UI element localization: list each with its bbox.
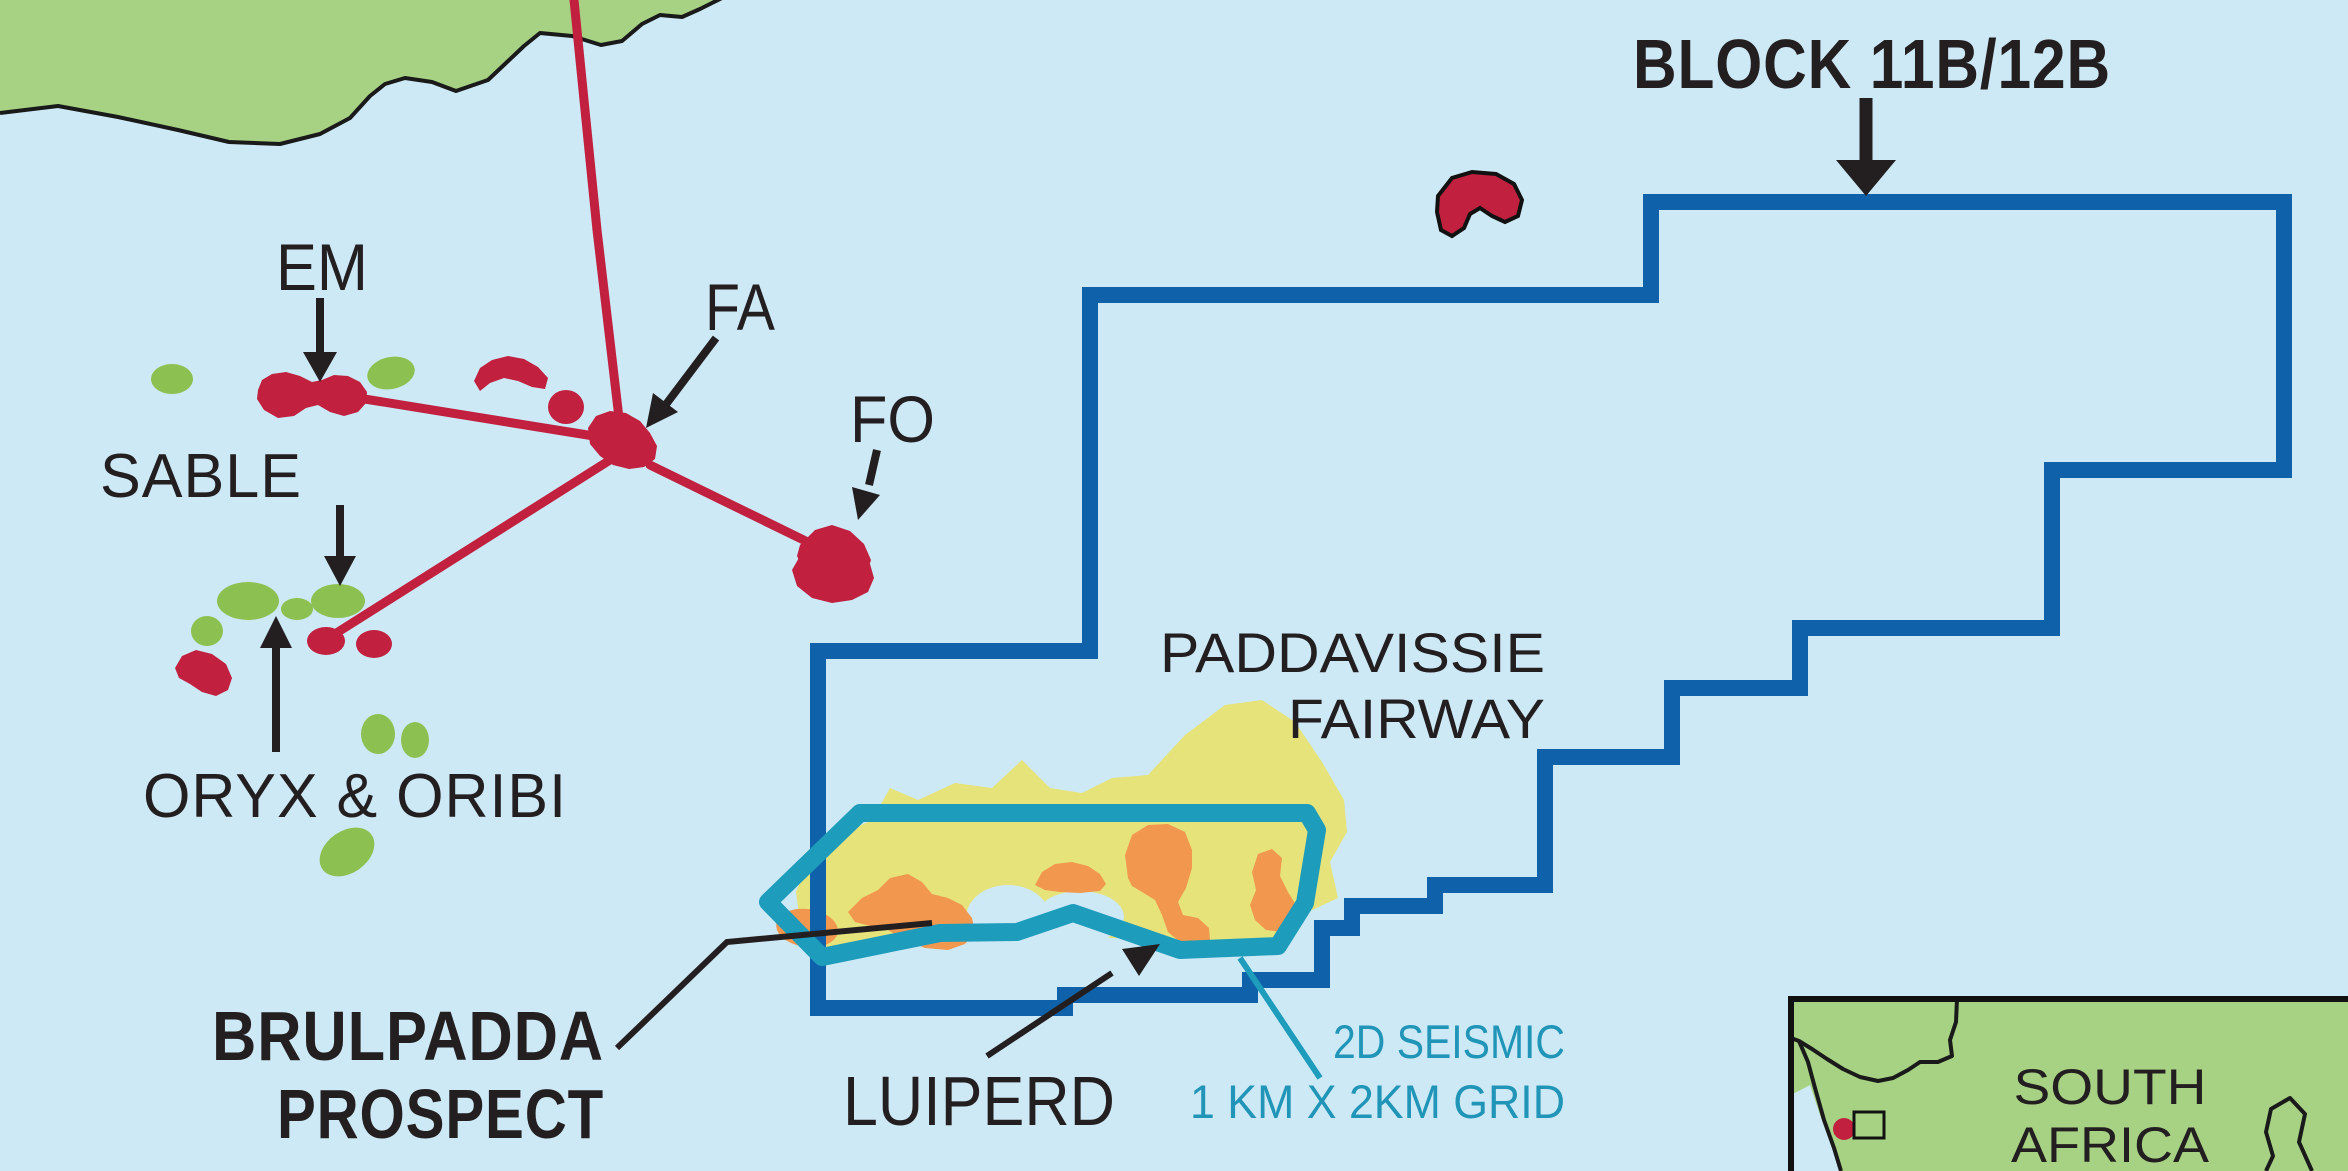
label-arrows — [260, 98, 1896, 1059]
outlined-field-shape — [1434, 169, 1525, 239]
gas-field-shape — [367, 356, 415, 390]
gas-field-shape — [217, 582, 279, 620]
inset-land — [1791, 999, 2348, 1171]
block-arrow-icon — [1836, 98, 1896, 196]
fa-label: FA — [705, 270, 775, 344]
brulpadda-label-line1: BRULPADDA — [212, 997, 604, 1075]
fa-hub-shape — [588, 411, 657, 469]
prospect-east-shape — [1250, 849, 1296, 932]
sable-gas-field-shape — [311, 584, 365, 618]
inset-frame — [1788, 996, 2348, 1171]
oryx-arrow-icon — [260, 616, 292, 752]
gas-field-shape — [361, 714, 395, 754]
inset-border-line-east — [2264, 1096, 2314, 1171]
em-field-shape — [257, 372, 367, 418]
inset-coast-line — [1797, 1040, 1843, 1171]
pipelines — [333, 0, 825, 637]
pipeline-em — [335, 390, 605, 442]
field-dot-shape — [548, 390, 584, 424]
pipeline-north — [569, 0, 624, 423]
luiperd-prospect-shape — [1125, 824, 1210, 945]
sable-arrow-icon — [324, 505, 356, 586]
block-11b-12b-outline — [810, 194, 2292, 1016]
mainland-coast — [0, 0, 723, 146]
sable-label: SABLE — [100, 442, 302, 511]
oil-fields — [175, 169, 1525, 696]
paddavissie-label-line2: FAIRWAY — [1288, 687, 1545, 750]
seismic-grid-outline — [759, 804, 1326, 966]
brulpadda-pointer-line — [614, 920, 933, 1051]
oryx-oribi-label: ORYX & ORIBI — [143, 762, 567, 831]
fo-arrow-icon — [852, 449, 881, 520]
field-crescent-shape — [474, 356, 548, 391]
inset-country-label-line1: SOUTH — [2014, 1059, 2207, 1115]
block-title-label: BLOCK 11B/12B — [1633, 25, 2111, 103]
paddavissie-label-line1: PADDAVISSIE — [1160, 621, 1545, 684]
pipeline-oryx — [333, 455, 615, 637]
pipeline-fo — [645, 460, 825, 553]
inset-map: SOUTH AFRICA — [1788, 996, 2348, 1171]
coastline-stroke — [0, 0, 723, 146]
seismic-label-line1: 2D SEISMIC — [1333, 1015, 1565, 1068]
inset-country-label-line2: AFRICA — [2011, 1117, 2210, 1171]
luiperd-label: LUIPERD — [843, 1062, 1115, 1140]
brulpadda-label-line2: PROSPECT — [277, 1075, 604, 1153]
field-dot-shape — [356, 630, 392, 658]
seismic-label-line2: 1 KM X 2KM GRID — [1190, 1075, 1565, 1128]
inset-block-marker — [1833, 1118, 1855, 1140]
gas-field-shape — [401, 722, 429, 758]
gas-field-shape — [281, 598, 313, 620]
em-label: EM — [276, 230, 368, 304]
gas-field-shape — [151, 364, 193, 394]
gas-field-shape — [319, 827, 375, 877]
fa-arrow-icon — [646, 335, 720, 428]
field-dot-shape — [307, 627, 345, 655]
em-arrow-icon — [303, 298, 337, 382]
field-west-of-block-shape — [792, 548, 874, 603]
seismic-grid — [759, 804, 1326, 1080]
gas-fields — [151, 356, 429, 877]
luiperd-pointer-line — [985, 944, 1160, 1059]
oryx-field-shape — [175, 650, 232, 696]
fo-label: FO — [850, 382, 935, 456]
seismic-pointer-line — [1237, 956, 1323, 1080]
inset-borders — [1790, 998, 2314, 1171]
inset-ocean — [1791, 1085, 1840, 1171]
gas-field-shape — [191, 616, 223, 646]
paddavissie-fairway-shape — [796, 700, 1347, 957]
prospect-middle-shape — [1035, 862, 1106, 893]
inset-block-box-icon — [1852, 1110, 1886, 1140]
mainland-shape — [0, 0, 720, 144]
inset-border-line — [1790, 998, 1959, 1083]
